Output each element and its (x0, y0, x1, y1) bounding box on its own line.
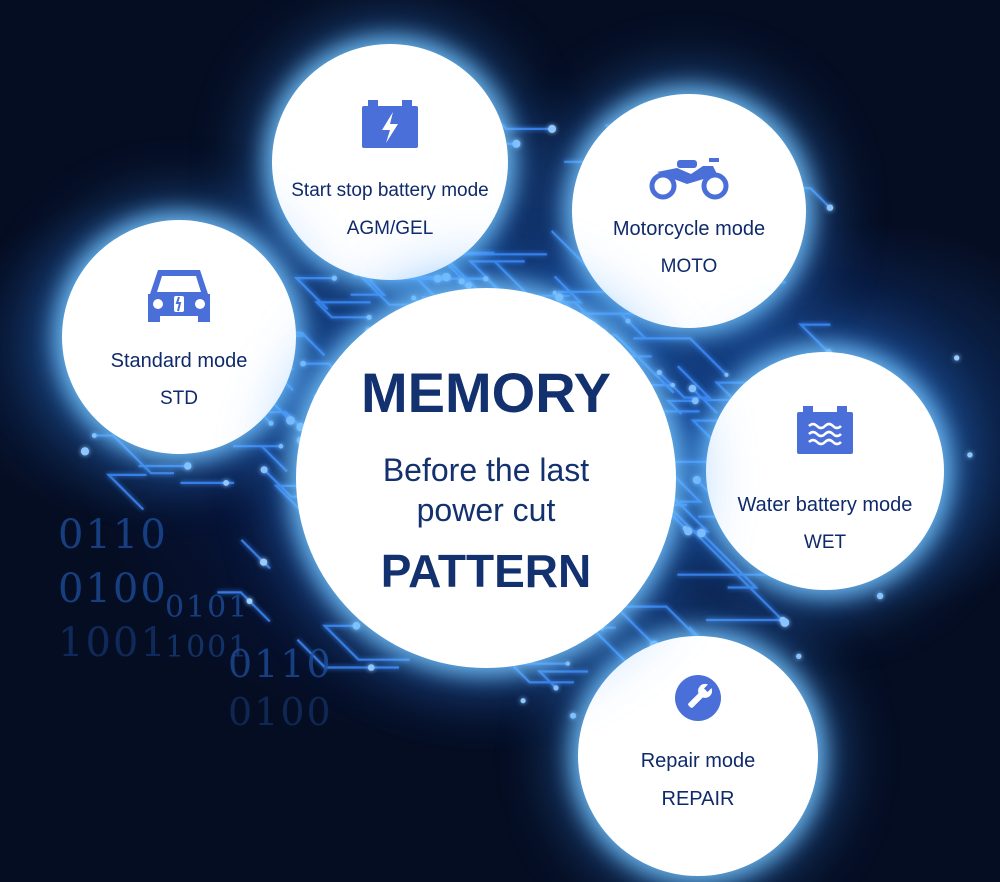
circuit-trace (314, 301, 371, 319)
circuit-trace (536, 670, 588, 689)
circuit-trace (669, 493, 710, 533)
mode-repair-code: REPAIR (661, 788, 735, 810)
mode-agm-gel-name: Start stop battery mode (291, 180, 489, 201)
circuit-node (465, 282, 472, 289)
mode-std-code: STD (160, 388, 198, 409)
circuit-node (684, 527, 693, 536)
circuit-trace (94, 434, 174, 475)
circuit-node (565, 661, 570, 666)
circuit-node (80, 447, 90, 456)
circuit-node (826, 204, 834, 211)
battery-water-icon (797, 406, 853, 454)
mode-moto-code: MOTO (660, 256, 718, 277)
circuit-trace (240, 539, 271, 570)
mode-repair: Repair mode REPAIR (578, 636, 818, 876)
memory-line-1: Before the last (382, 452, 590, 488)
circuit-node (366, 314, 372, 320)
memory-subtitle: PATTERN (380, 545, 592, 597)
mode-moto: Motorcycle mode MOTO (572, 94, 806, 328)
wrench-icon (675, 675, 721, 721)
circuit-node (967, 452, 973, 458)
circuit-node (954, 355, 960, 361)
mode-std-name: Standard mode (110, 350, 248, 372)
circuit-node (367, 664, 375, 671)
circuit-trace (233, 445, 288, 473)
circuit-trace (217, 591, 271, 623)
circuit-node (458, 278, 465, 285)
mode-agm-gel-code: AGM/GEL (346, 218, 434, 239)
circuit-node (625, 318, 631, 324)
binary-text-1: 0110 (58, 512, 168, 558)
circuit-trace (105, 473, 147, 511)
binary-text-3: 1001 (58, 620, 168, 666)
circuit-node (331, 275, 337, 281)
circuit-trace (579, 312, 647, 340)
motorcycle-icon (649, 158, 729, 200)
circuit-node (300, 360, 306, 367)
circuit-node (184, 462, 192, 470)
binary-text-4: 0101 (165, 590, 250, 625)
mode-agm-gel: Start stop battery mode AGM/GEL (272, 44, 508, 280)
circuit-node (278, 443, 284, 449)
circuit-node (91, 433, 97, 438)
circuit-node (670, 382, 675, 388)
circuit-trace (296, 638, 399, 669)
circuit-node (656, 369, 662, 376)
circuit-node (411, 295, 417, 301)
mode-std: Standard mode STD (62, 220, 296, 454)
circuit-trace (665, 399, 696, 415)
circuit-node (246, 598, 253, 604)
binary-text-5: 1001 (165, 630, 250, 665)
circuit-trace (545, 275, 605, 332)
circuit-node (691, 397, 699, 405)
mode-moto-name: Motorcycle mode (612, 218, 766, 240)
circuit-node (570, 712, 577, 719)
circuit-node (553, 685, 559, 691)
circuit-node (442, 272, 451, 282)
circuit-trace (798, 323, 831, 354)
circuit-node (548, 124, 557, 133)
circuit-trace (293, 277, 335, 310)
circuit-trace (613, 605, 701, 646)
circuit-node (555, 293, 564, 302)
circuit-node (552, 290, 557, 295)
mode-wet: Water battery mode WET (706, 352, 944, 590)
circuit-node (483, 276, 489, 282)
circuit-trace (656, 494, 786, 624)
memory-line-2: power cut (416, 492, 556, 528)
circuit-trace (467, 260, 535, 301)
circuit-node (268, 420, 274, 426)
memory-title: MEMORY (361, 361, 611, 424)
circuit-node (260, 466, 268, 474)
car-icon (148, 270, 210, 322)
circuit-node (796, 653, 802, 659)
circuit-node (876, 592, 884, 600)
circuit-trace (633, 337, 728, 376)
mode-wet-name: Water battery mode (737, 494, 913, 516)
mode-wet-code: WET (803, 532, 847, 553)
circuit-node (352, 622, 361, 630)
circuit-trace (321, 624, 410, 661)
circuit-node (512, 139, 521, 148)
circuit-node (520, 698, 526, 704)
circuit-node (779, 616, 787, 624)
circuit-node (223, 480, 230, 486)
circuit-node (260, 558, 268, 566)
binary-text-2: 0100 (58, 566, 168, 612)
circuit-node (697, 528, 706, 538)
circuit-node (433, 274, 442, 283)
battery-bolt-icon (362, 100, 418, 148)
circuit-node (688, 384, 697, 393)
memory-center: MEMORY Before the last power cut PATTERN (296, 288, 676, 668)
circuit-node (724, 372, 729, 377)
binary-text-6: 0110 (228, 642, 333, 686)
mode-repair-name: Repair mode (640, 750, 756, 772)
circuit-node (692, 476, 701, 484)
circuit-node (286, 416, 295, 425)
binary-text-7: 0100 (228, 690, 333, 734)
circuit-trace (508, 662, 574, 684)
